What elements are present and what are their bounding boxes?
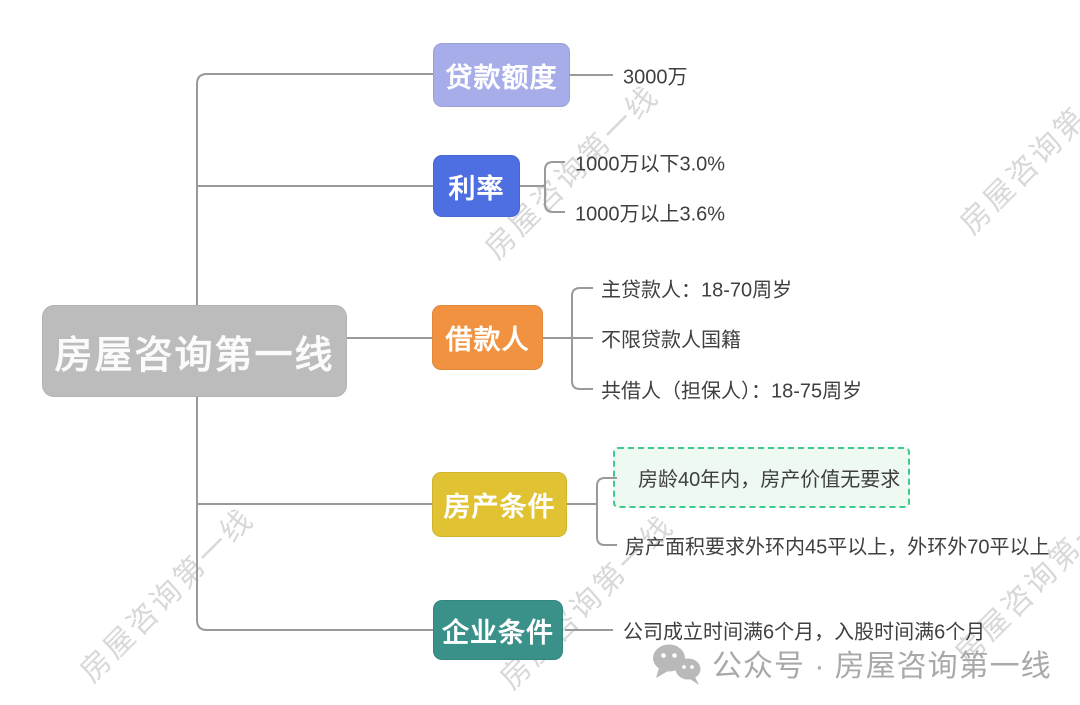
leaf-amount: 3000万	[623, 66, 688, 89]
footer-text: 公众号 · 房屋咨询第一线	[712, 650, 1052, 683]
node-root: 房屋咨询第一线	[42, 305, 347, 397]
node-company-conditions: 企业条件	[433, 600, 563, 660]
leaf-property-area: 房产面积要求外环内45平以上，外环外70平以上	[625, 536, 1050, 559]
wechat-icon	[653, 644, 701, 685]
connector-borrower-bracket	[543, 287, 593, 390]
leaf-rate-high: 1000万以上3.6%	[575, 203, 726, 226]
leaf-company-requirement: 公司成立时间满6个月，入股时间满6个月	[623, 621, 986, 644]
footer-branding: 公众号 · 房屋咨询第一线	[650, 638, 1052, 688]
leaf-borrower-nationality: 不限贷款人国籍	[601, 329, 741, 352]
highlight-box: 房龄40年内，房产价值无要求	[613, 447, 910, 508]
leaf-property-age: 房龄40年内，房产价值无要求	[638, 469, 901, 491]
node-borrower: 借款人	[432, 305, 543, 370]
connector-rate-bracket	[520, 161, 565, 213]
leaf-coborrower-age: 共借人（担保人）：18-75周岁	[601, 380, 863, 403]
leaf-rate-low: 1000万以下3.0%	[575, 153, 726, 176]
leaf-main-borrower-age: 主贷款人：18-70周岁	[601, 279, 793, 302]
node-loan-amount: 贷款额度	[433, 43, 570, 107]
node-interest-rate: 利率	[433, 155, 520, 217]
connector-property-bracket	[567, 477, 617, 546]
node-property-conditions: 房产条件	[432, 472, 567, 537]
